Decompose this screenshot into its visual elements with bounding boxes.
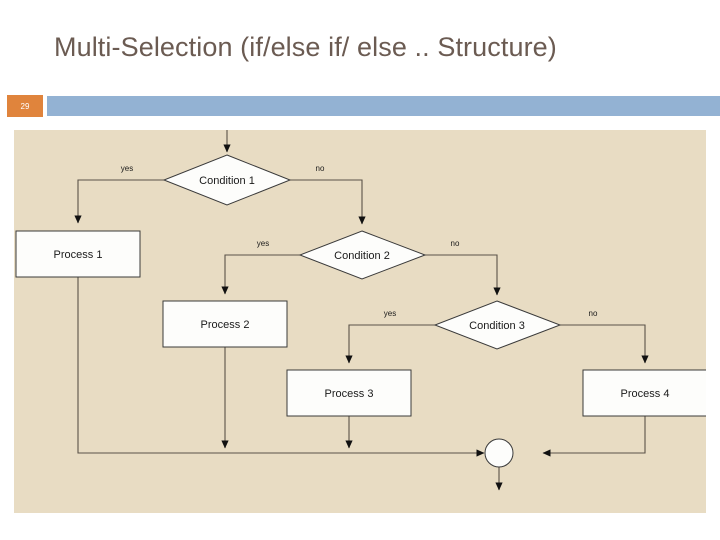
node-condition-2-label: Condition 2 [334, 250, 390, 262]
node-process-2[interactable]: Process 2 [162, 300, 288, 348]
page-title: Multi-Selection (if/else if/ else .. Str… [54, 32, 557, 62]
edge-condition3-no-to-process4 [560, 324, 649, 364]
node-merge-connector[interactable] [484, 438, 514, 468]
flowchart-canvas: Condition 1 Process 1 Condition 2 Proces… [14, 130, 706, 513]
edge-condition1-yes-to-process1 [74, 179, 164, 224]
node-process-3[interactable]: Process 3 [286, 369, 412, 417]
node-process-4-label: Process 4 [621, 388, 670, 400]
divider-bar [47, 96, 720, 116]
node-condition-3[interactable]: Condition 3 [433, 300, 562, 350]
node-process-1[interactable]: Process 1 [15, 230, 141, 278]
edge-process1-to-merge [77, 277, 485, 457]
edge-label-condition2-no: no [451, 239, 460, 248]
edge-label-condition3-yes: yes [384, 309, 396, 318]
node-condition-1-label: Condition 1 [199, 175, 255, 187]
edge-condition2-yes-to-process2 [221, 254, 300, 295]
slide-number-badge: 29 [7, 95, 43, 117]
node-process-3-label: Process 3 [325, 388, 374, 400]
flowchart-diagram: Condition 1 Process 1 Condition 2 Proces… [15, 130, 706, 491]
node-process-2-label: Process 2 [201, 319, 250, 331]
edge-condition2-no-to-condition3 [425, 254, 501, 296]
node-condition-3-label: Condition 3 [469, 320, 525, 332]
title-divider-band: 29 [0, 95, 720, 117]
edge-label-condition2-yes: yes [257, 239, 269, 248]
edge-label-condition1-no: no [316, 164, 325, 173]
node-condition-1[interactable]: Condition 1 [162, 154, 292, 206]
edge-condition1-no-to-condition2 [290, 179, 366, 225]
node-condition-2[interactable]: Condition 2 [298, 230, 427, 280]
edge-label-condition3-no: no [589, 309, 598, 318]
node-process-4[interactable]: Process 4 [582, 369, 706, 417]
edge-process4-to-merge [542, 416, 646, 457]
node-process-1-label: Process 1 [54, 249, 103, 261]
edge-label-condition1-yes: yes [121, 164, 133, 173]
edge-condition3-yes-to-process3 [345, 324, 435, 364]
